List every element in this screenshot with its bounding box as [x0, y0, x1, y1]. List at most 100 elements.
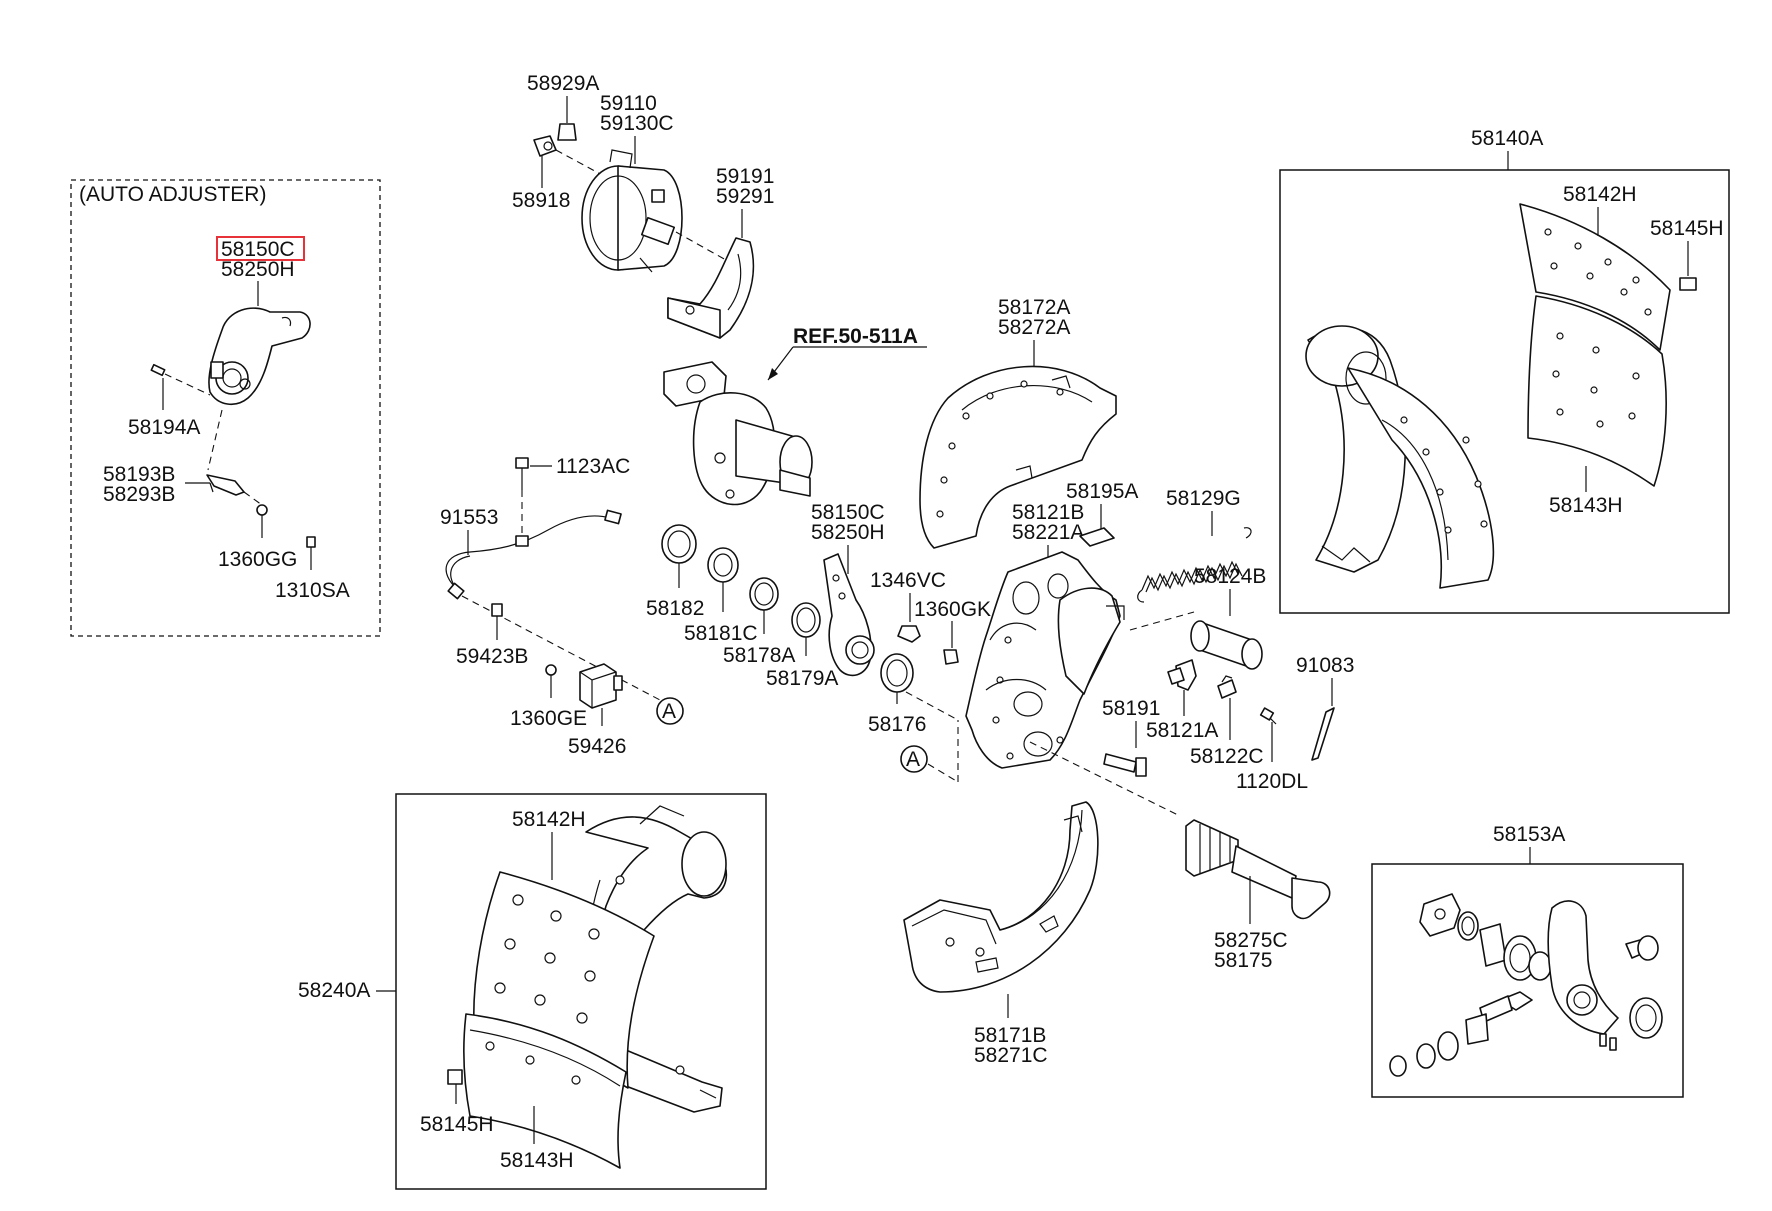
label-1360ge[interactable]: 1360GE — [510, 707, 587, 730]
label-1123ac[interactable]: 1123AC — [556, 455, 630, 478]
label-58150c[interactable]: 58150C — [811, 501, 885, 524]
auto-adjuster-part — [208, 307, 311, 405]
label-58142h-l[interactable]: 58142H — [512, 808, 586, 831]
label-aa-58193b[interactable]: 58193B — [103, 463, 175, 486]
brake-spider-58121b — [965, 551, 1125, 769]
label-59110[interactable]: 59110 — [600, 92, 657, 115]
label-58142h-r[interactable]: 58142H — [1563, 183, 1637, 206]
spring-58129g — [1137, 527, 1252, 603]
brake-shoe-58171b — [903, 801, 1099, 993]
kit-58153a: 58153A — [1371, 823, 1684, 1098]
label-58272a[interactable]: 58272A — [998, 316, 1070, 339]
knuckle-group: REF.50-511A — [663, 325, 927, 506]
label-58240a[interactable]: 58240A — [298, 979, 370, 1002]
clip-1310sa — [306, 536, 316, 570]
ring-58176 — [880, 653, 914, 693]
label-58129g[interactable]: 58129G — [1166, 487, 1241, 510]
label-58172a[interactable]: 58172A — [998, 296, 1070, 319]
label-58275c[interactable]: 58275C — [1214, 929, 1288, 952]
label-58221a[interactable]: 58221A — [1012, 521, 1084, 544]
label-58124b[interactable]: 58124B — [1194, 565, 1266, 588]
label-1120dl[interactable]: 1120DL — [1236, 770, 1308, 793]
label-58195a[interactable]: 58195A — [1066, 480, 1138, 503]
bolt-1123ac — [515, 457, 552, 540]
label-58140a[interactable]: 58140A — [1471, 127, 1543, 150]
pin-58194a — [150, 363, 211, 410]
ring-58178a — [749, 577, 779, 611]
label-58191[interactable]: 58191 — [1102, 697, 1160, 720]
label-58929a[interactable]: 58929A — [527, 72, 599, 95]
auto-adjuster-inset: (AUTO ADJUSTER) 58150C 58250H 58194A — [70, 179, 381, 637]
label-58122c[interactable]: 58122C — [1190, 745, 1264, 768]
brake-chamber-group: 58929A 58918 59110 59130C 59191 — [512, 72, 774, 339]
chamber-bracket-59191 — [667, 237, 755, 339]
label-59191[interactable]: 59191 — [716, 165, 774, 188]
label-58145h-r[interactable]: 58145H — [1650, 217, 1724, 240]
label-59423b[interactable]: 59423B — [456, 645, 528, 668]
label-59426[interactable]: 59426 — [568, 735, 626, 758]
label-58250h[interactable]: 58250H — [811, 521, 885, 544]
fitting-58929a — [557, 123, 577, 141]
marker-a-2-text: A — [906, 748, 920, 771]
label-aa-1360gg[interactable]: 1360GG — [218, 548, 297, 571]
auto-adjuster-frame — [70, 179, 381, 637]
label-58153a[interactable]: 58153A — [1493, 823, 1565, 846]
label-ref-50-511a[interactable]: REF.50-511A — [793, 325, 918, 348]
frame-58140a — [1279, 169, 1730, 614]
marker-a-2 — [900, 745, 928, 773]
abs-sensor-group: 1123AC 91553 59423B 1360GE 59426 A — [440, 455, 684, 758]
label-59130c[interactable]: 59130C — [600, 112, 674, 135]
brake-chamber-59110 — [581, 149, 683, 273]
label-58121a[interactable]: 58121A — [1146, 719, 1218, 742]
label-1360gk[interactable]: 1360GK — [914, 598, 991, 621]
slack-adjuster-58150c — [823, 553, 875, 677]
label-91083[interactable]: 91083 — [1296, 654, 1354, 677]
rivet-58145h-r — [1679, 277, 1697, 291]
clip-59423b — [491, 603, 503, 617]
label-58178a[interactable]: 58178A — [723, 644, 795, 667]
label-1346vc[interactable]: 1346VC — [870, 569, 946, 592]
nut-1360ge — [545, 664, 557, 676]
highlight-box-58150c — [216, 236, 305, 261]
label-58143h-r[interactable]: 58143H — [1549, 494, 1623, 517]
bolt-58191 — [1103, 753, 1147, 777]
nut-1346vc — [897, 625, 921, 643]
lining-lower-58143h-l — [463, 1013, 627, 1169]
bracket-58193b — [185, 409, 245, 496]
label-aa-1310sa[interactable]: 1310SA — [275, 579, 350, 602]
frame-58153a — [1371, 863, 1684, 1098]
label-58121b[interactable]: 58121B — [1012, 501, 1084, 524]
nut-1360gg — [243, 491, 268, 538]
ring-58179a — [791, 602, 821, 638]
label-58179a[interactable]: 58179A — [766, 667, 838, 690]
lining-upper-58142h — [1519, 203, 1671, 351]
label-aa-58250h[interactable]: 58250H — [221, 258, 295, 281]
label-58145h-l[interactable]: 58145H — [420, 1113, 494, 1136]
camshaft-group: 58275C 58175 — [1185, 819, 1331, 972]
spider-group: 58121B 58221A 58195A 58129G — [965, 480, 1354, 817]
rivet-58145h-l — [447, 1069, 463, 1085]
label-91553[interactable]: 91553 — [440, 506, 498, 529]
abs-sensor-module-59426 — [579, 663, 623, 709]
label-58918[interactable]: 58918 — [512, 189, 570, 212]
label-58182[interactable]: 58182 — [646, 597, 704, 620]
label-58271c[interactable]: 58271C — [974, 1044, 1048, 1067]
lining-lower-58143h — [1527, 295, 1667, 487]
label-aa-58194a[interactable]: 58194A — [128, 416, 200, 439]
label-aa-58293b[interactable]: 58293B — [103, 483, 175, 506]
shoe-assy-58240a: 58240A — [298, 793, 767, 1190]
label-58175[interactable]: 58175 — [1214, 949, 1272, 972]
label-59291[interactable]: 59291 — [716, 185, 774, 208]
label-58143h-l[interactable]: 58143H — [500, 1149, 574, 1172]
seals-group: 58182 58181C 58178A 58179A 58176 — [646, 524, 926, 736]
label-aa-58150c[interactable]: 58150C — [221, 238, 295, 261]
abs-sensor-cable-91553 — [445, 509, 622, 600]
roller-58124b — [1190, 620, 1263, 670]
label-58181c[interactable]: 58181C — [684, 622, 758, 645]
plate-58195a — [1079, 527, 1115, 547]
label-58176[interactable]: 58176 — [868, 713, 926, 736]
label-58171b[interactable]: 58171B — [974, 1024, 1046, 1047]
clip-58122c — [1217, 675, 1237, 699]
